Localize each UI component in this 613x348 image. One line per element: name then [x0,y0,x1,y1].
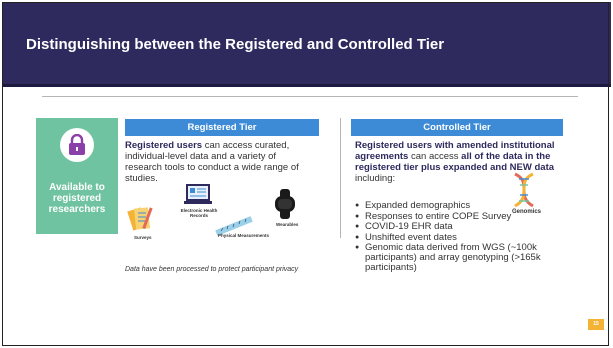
surveys-icon [126,205,158,240]
controlled-tier-header: Controlled Tier [351,119,563,136]
physical-measurements-icon [215,215,253,242]
lock-icon [60,128,94,162]
physical-measurements-label: Physical Measurements [218,233,270,238]
list-item: Genomic data derived from WGS (~100k par… [355,243,570,273]
title-underline [2,84,611,87]
availability-text: Available to registered researchers [48,182,106,215]
title-bar: Distinguishing between the Registered an… [2,2,611,87]
wearables-label: Wearables [276,222,299,227]
controlled-desc-part2: can access [408,151,462,162]
list-item: Expanded demographics [355,201,570,212]
page-number: 15 [588,319,604,330]
registered-tier-header: Registered Tier [125,119,319,136]
list-item: Unshifted event dates [355,232,570,243]
registered-users-label: Registered users [125,140,203,151]
availability-box: Available to registered researchers [36,118,118,234]
surveys-label: Surveys [134,235,152,240]
list-item: COVID-19 EHR data [355,222,570,233]
controlled-desc-part4: including: [355,173,396,184]
electronic-health-records-icon [184,183,212,212]
privacy-note: Data have been processed to protect part… [125,266,299,273]
slide-title: Distinguishing between the Registered an… [26,36,445,53]
section-divider [42,96,578,97]
list-item: Responses to entire COPE Survey [355,211,570,222]
wearables-icon [272,189,298,224]
electronic-health-records-label: Electronic Health Records [180,208,218,218]
amended-users-label: Registered users with amended institutio… [355,140,555,162]
registered-desc-rest: can access curated, individual-level dat… [125,140,299,184]
controlled-data-scope: all of the data in the registered tier p… [355,151,555,173]
controlled-tier-description: Registered users with amended institutio… [355,140,565,184]
registered-tier-description: Registered users can access curated, ind… [125,140,315,184]
tier-divider [340,118,341,238]
controlled-data-list: Expanded demographics Responses to entir… [355,201,570,274]
